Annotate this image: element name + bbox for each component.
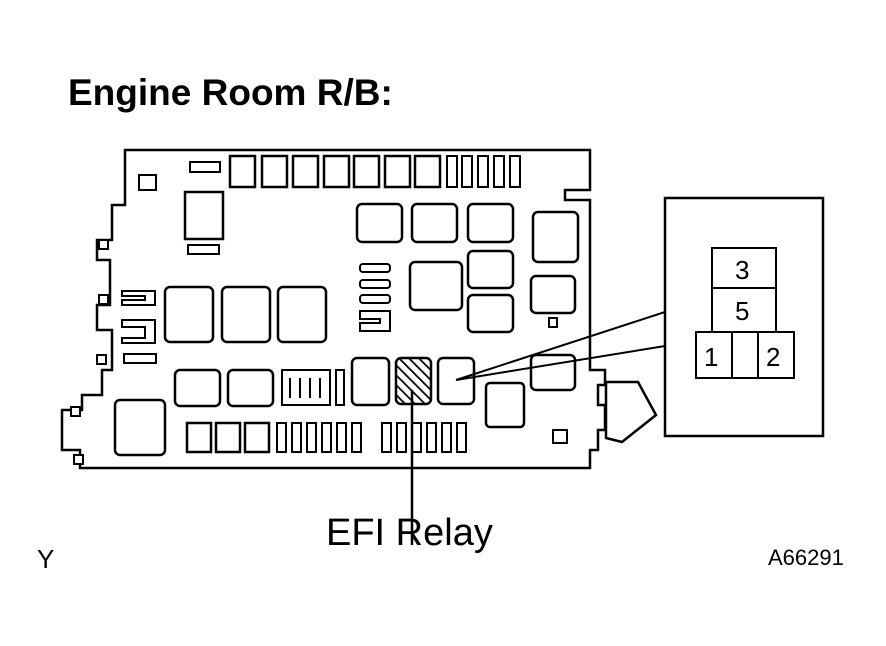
mount-hole (552, 429, 568, 444)
mount-hole (98, 294, 109, 305)
callout-line (455, 345, 666, 381)
pin-1-label: 1 (704, 342, 718, 372)
mount-hole (96, 354, 107, 365)
small-slot (187, 244, 220, 255)
pin-2-label: 2 (766, 342, 780, 372)
mount-hole (73, 454, 84, 465)
bottom-fuse-row (185, 421, 467, 454)
middle-relay-row (355, 202, 580, 334)
callout-line (455, 311, 666, 381)
efi-relay (394, 356, 433, 406)
mount-hole (138, 174, 157, 191)
efi-relay-label: EFI Relay (326, 512, 493, 554)
figure-code: A66291 (768, 545, 844, 570)
pin-3-label: 3 (735, 255, 749, 285)
mount-hole (70, 406, 81, 417)
mount-hole (548, 317, 558, 328)
top-fuse-row (189, 154, 521, 189)
lower-relay-row (113, 353, 577, 457)
pin-5-label: 5 (735, 296, 749, 326)
thin-stack (359, 263, 391, 332)
mount-hole (98, 239, 109, 250)
corner-letter: Y (37, 544, 54, 574)
left-relay-row (121, 285, 328, 364)
relay-slot (183, 190, 225, 241)
relay-pin-layout: 3 5 1 2 (695, 247, 795, 379)
diagram-title: Engine Room R/B: (68, 72, 393, 113)
side-connector (604, 380, 658, 444)
